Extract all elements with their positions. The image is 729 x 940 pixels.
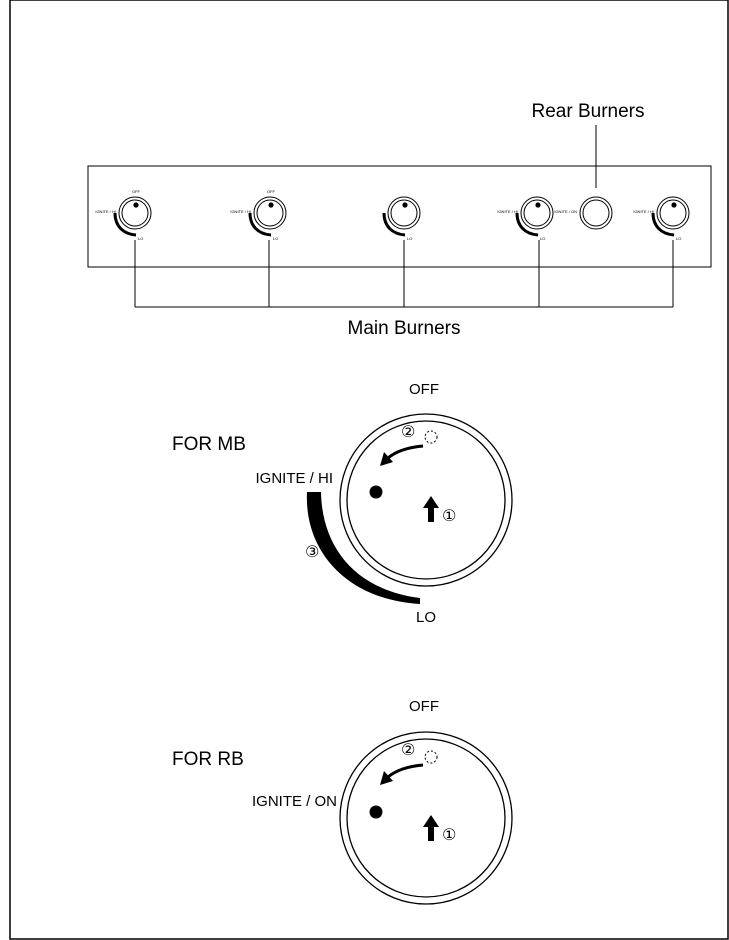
panel-knob-ignite-label: IGNITE / HI [497, 209, 518, 214]
panel-knob-inner [390, 199, 418, 227]
rear-burners-label: Rear Burners [532, 101, 645, 122]
panel-knob-inner [256, 199, 284, 227]
panel-knob-dot [133, 202, 139, 208]
panel-knob-outer [656, 196, 690, 230]
rb-push-arrow [423, 815, 439, 841]
panel-knob-lo-label: LO [540, 236, 545, 241]
main-burners-bracket [134, 240, 674, 308]
main-burners-label: Main Burners [348, 318, 461, 339]
rb-rotate-arrow [387, 763, 424, 779]
panel-knob-arc [515, 212, 539, 237]
mb-step3: ③ [305, 542, 319, 561]
panel-knob-lo-label: LO [676, 236, 681, 241]
mb-step2: ② [401, 422, 415, 441]
panel-knob-arc [248, 212, 272, 237]
control-panel [87, 165, 712, 268]
panel-knob-arc [113, 212, 137, 237]
mb-title: FOR MB [172, 434, 246, 455]
mb-knob-outer [339, 413, 513, 587]
panel-knob-arc [651, 212, 675, 237]
panel-knob-4: IGNITE / HI LO [497, 196, 554, 241]
panel-knob-dot [268, 202, 274, 208]
mb-ghost-dot [424, 430, 438, 444]
rb-rotate-arrowhead [380, 771, 393, 785]
rb-knob-outer [339, 731, 513, 905]
page-border [9, 0, 729, 940]
panel-knob-3: LO [382, 196, 421, 241]
panel-knob-2: OFF IGNITE / HI LO [230, 189, 287, 241]
mb-push-arrow [423, 496, 439, 522]
panel-knob-off-label: OFF [132, 189, 141, 194]
panel-knob-outer [253, 196, 287, 230]
rb-step2: ② [401, 740, 415, 759]
panel-knob-inner [582, 199, 610, 227]
panel-knob-dot [671, 202, 677, 208]
mb-off-label: OFF [409, 381, 439, 398]
panel-knob-dot [535, 202, 541, 208]
rb-indicator-dot [369, 805, 383, 819]
panel-knob-lo-label: LO [273, 236, 278, 241]
panel-knob-outer [520, 196, 554, 230]
rb-ignite-label: IGNITE / ON [252, 793, 337, 810]
panel-knob-ignite-label: IGNITE / HI [633, 209, 654, 214]
rb-knob-inner [346, 738, 506, 898]
panel-knob-6: IGNITE / HI LO [633, 196, 690, 241]
panel-knob-5: IGNITE / ON [554, 196, 613, 230]
mb-ignite-label: IGNITE / HI [255, 470, 333, 487]
mb-rotate-arrowhead [380, 452, 393, 466]
rb-title: FOR RB [172, 749, 244, 770]
mb-indicator-dot [369, 485, 383, 499]
panel-knob-outer [387, 196, 421, 230]
panel-knob-inner [121, 199, 149, 227]
rb-off-label: OFF [409, 698, 439, 715]
panel-knob-outer [579, 196, 613, 230]
panel-knob-dot [402, 202, 408, 208]
panel-knob-lo-label: LO [138, 236, 143, 241]
panel-knob-off-label: OFF [267, 189, 276, 194]
panel-knob-ignite-label: IGNITE / HI [230, 209, 251, 214]
panel-knob-outer [118, 196, 152, 230]
rb-step1: ① [442, 825, 456, 844]
panel-knob-inner [659, 199, 687, 227]
panel-knob-ignite-label: IGNITE / ON [554, 209, 577, 214]
mb-rotate-arrow [387, 444, 424, 460]
panel-knob-arc [382, 212, 406, 237]
panel-knob-inner [523, 199, 551, 227]
rb-ghost-dot [424, 750, 438, 764]
panel-knob-1: OFF IGNITE / HI LO [95, 189, 152, 241]
mb-step1: ① [442, 506, 456, 525]
mb-range-arc [306, 492, 420, 604]
mb-knob-inner [346, 420, 506, 580]
mb-lo-label: LO [416, 609, 436, 626]
panel-knob-ignite-label: IGNITE / HI [95, 209, 116, 214]
panel-knob-lo-label: LO [407, 236, 412, 241]
